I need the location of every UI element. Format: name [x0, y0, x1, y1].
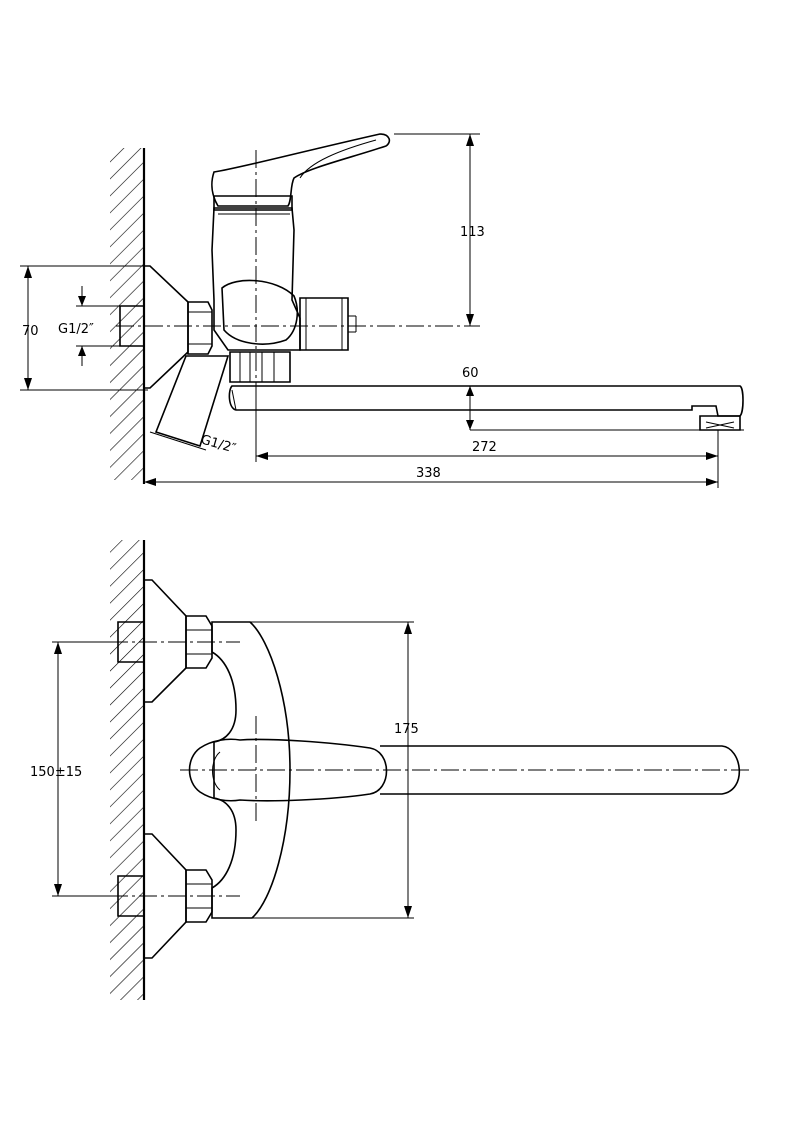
- dim-60: [466, 386, 744, 431]
- dim-150: [52, 641, 118, 897]
- mixer-body-top: [211, 621, 291, 919]
- spout-side: [228, 385, 744, 417]
- spout-top: [380, 745, 741, 795]
- dim-diverter-thread-label: G1/2″: [199, 432, 238, 456]
- dim-70: [20, 265, 148, 391]
- wall-side: [110, 148, 146, 484]
- dim-338: [144, 478, 718, 486]
- lever-handle-side: [211, 133, 391, 207]
- dim-inlet-thread-label: G1/2″: [58, 322, 94, 337]
- dim-150-label: 150±15: [30, 765, 82, 780]
- top-view: 150±15 175: [30, 540, 752, 1000]
- cartridge-cap: [213, 195, 293, 211]
- shower-outlet-side: [154, 355, 230, 448]
- wall-top: [110, 540, 146, 1000]
- side-view: 113 70 G1/2″ G1/2″ 60: [20, 133, 744, 488]
- dim-175-label: 175: [394, 722, 419, 737]
- dim-113: [394, 133, 480, 326]
- valve-nut-side: [299, 297, 357, 351]
- dim-338-label: 338: [416, 466, 441, 481]
- dim-inlet-thread: [76, 286, 120, 366]
- dim-175: [240, 621, 414, 919]
- diverter-ring-side: [229, 351, 291, 383]
- dim-70-label: 70: [22, 324, 39, 339]
- dim-272-label: 272: [472, 440, 497, 455]
- lever-handle-top: [188, 738, 388, 802]
- hex-nut-top-upper: [185, 615, 213, 669]
- body-joint-side: [221, 279, 299, 345]
- dim-272: [255, 400, 719, 488]
- hex-nut-side: [187, 301, 213, 355]
- dim-113-label: 113: [460, 225, 485, 240]
- dim-60-label: 60: [462, 366, 479, 381]
- wall-flange-top-upper: [144, 579, 187, 703]
